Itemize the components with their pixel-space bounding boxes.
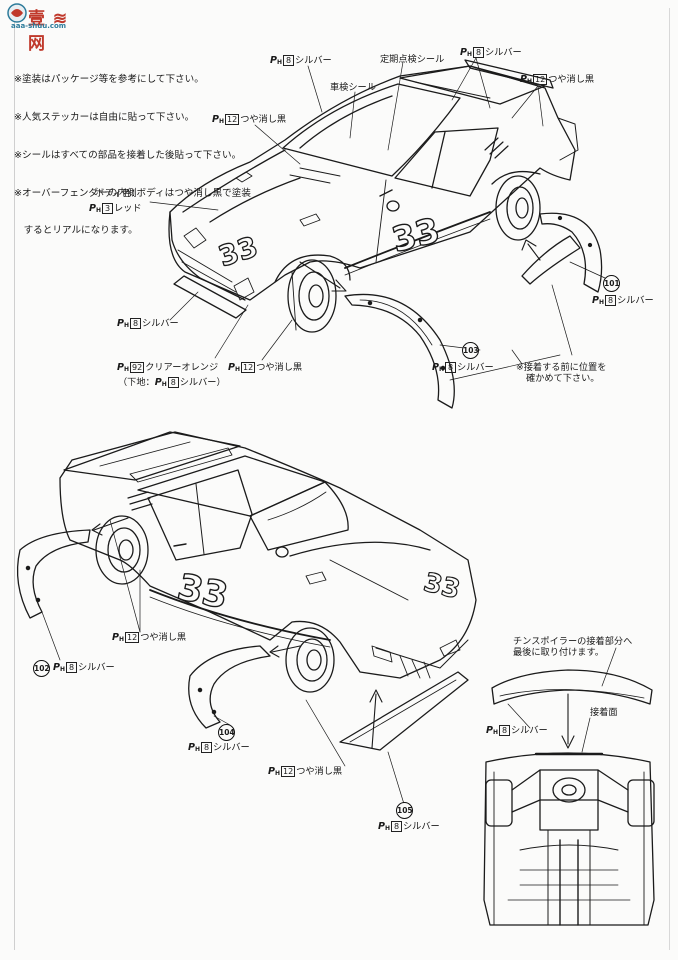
glue-position-note: ※接着する前に位置を 確かめて下さい。 [516,362,607,384]
label-glue-surface: 接着面 [590,707,618,718]
car-top-view: 33 33 [168,59,579,333]
fender-flare-101 [521,212,603,293]
watermark-url: aaa-shuu.com [11,22,67,30]
chin-spoiler-105 [339,671,469,751]
car-bottom-view: 33 33 [59,431,477,693]
part-number-104: 104 [218,724,235,741]
fender-flare-102 [16,529,91,619]
label-vehicle-sticker: 車検シール [330,82,376,93]
fender-flare-104 [188,645,271,729]
arrows-top [299,239,541,292]
watermark-emblem-icon [7,3,27,23]
label-body-color: ボディ色： [95,188,141,199]
note-line: ※オーバーフェンダーの内側ボディはつや消し黒で塗装 [14,187,251,199]
svg-text:33: 33 [421,568,463,606]
leader-lines-bottom [41,519,405,805]
label-inspection-seal: 定期点検シール [380,54,445,65]
svg-text:33: 33 [215,230,262,273]
fender-flare-103 [344,293,455,409]
leader-lines-top [149,57,606,381]
note-line: ※シールはすべての部品を接着した後貼って下さい。 [14,149,242,161]
underside-detail [483,647,655,926]
part-number-105: 105 [396,802,413,819]
arrows-bottom [91,517,383,749]
note-line: ※塗装はパッケージ等を参考にして下さい。 [14,74,204,86]
note-line: ※人気ステッカーは自由に貼って下さい。 [14,111,195,123]
part-number-101: 101 [603,275,620,292]
general-notes: ※塗装はパッケージ等を参考にして下さい。 ※人気ステッカーは自由に貼って下さい。… [14,49,251,251]
part-number-103: 103 [462,342,479,359]
chin-spoiler-note: チンスポイラーの接着部分へ 最後に取り付けます。 [513,636,633,658]
note-line: するとリアルになります。 [14,225,138,237]
watermark-logo: 壹 ≋ 网 aaa-shuu.com [6,2,70,54]
part-number-102: 102 [33,660,50,677]
svg-text:33: 33 [388,210,444,260]
watermark-text: 壹 ≋ 网 [28,9,69,54]
